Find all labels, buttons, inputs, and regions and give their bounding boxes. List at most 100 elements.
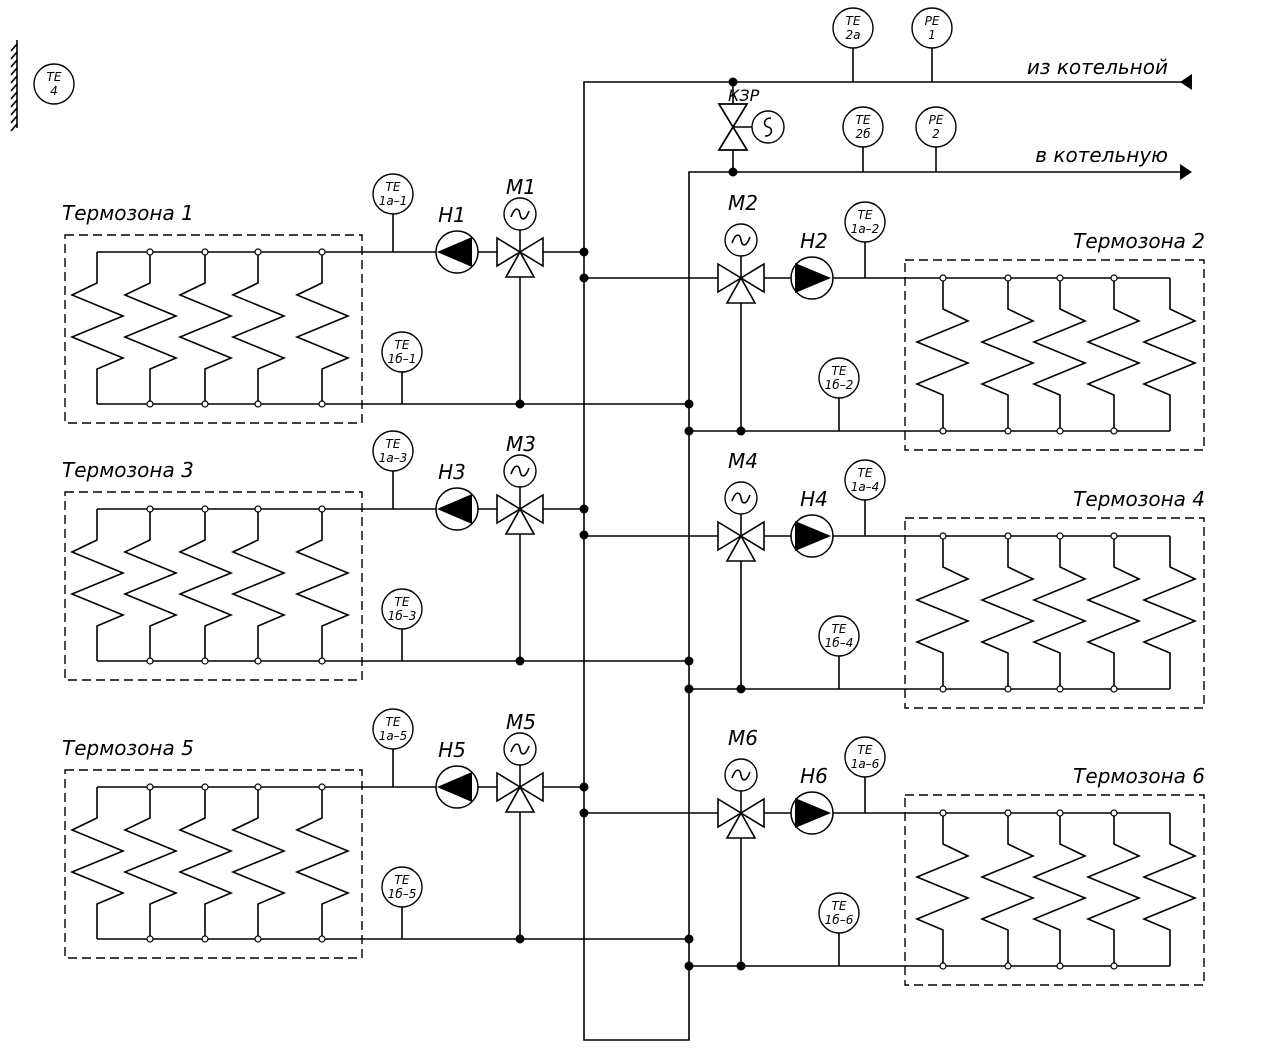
branch-node [146,783,154,791]
heating-coil [979,278,1036,431]
instrument-id: 1а–3 [379,451,408,465]
instrument-type: TE [47,70,62,84]
instrument-id: 1б–2 [825,378,854,392]
branch-node [318,505,326,513]
branch-node [146,400,154,408]
zone-label: Термозона 4 [1073,487,1205,511]
instrument-circle [372,708,414,750]
heating-coil [230,509,287,661]
branch-node [201,783,209,791]
heating-coil [230,787,287,939]
instrument-type: TE [858,466,873,480]
valve-port [496,771,522,803]
pump-label: Н5 [438,738,466,762]
pump-label: Н1 [438,203,466,227]
pump-label: Н6 [800,764,828,788]
instrument-circle [844,201,886,243]
instrument-circle [911,7,953,49]
valve-label: М1 [506,175,536,199]
instrument-id: 1а–1 [379,194,408,208]
heating-coil [979,813,1036,966]
branch-node [254,248,262,256]
heating-coil [1031,813,1088,966]
instrument-circle [372,173,414,215]
heating-coil [1141,536,1198,689]
instrument-type: TE [832,364,847,378]
pump-arrow [437,772,472,802]
heating-coil [230,252,287,404]
zone-boundary [904,517,1205,709]
valve-port [518,771,544,803]
branch-node [318,248,326,256]
wall-hatch [10,51,18,60]
sensor-te-4: TE4 [33,63,75,105]
instrument-id: 1а–2 [851,222,880,236]
branch-node [1004,532,1012,540]
heating-coil [1085,278,1142,431]
junction-dot [515,656,525,666]
zone-boundary [904,794,1205,986]
heating-coil [979,536,1036,689]
branch-node [146,935,154,943]
tilde-icon [731,769,751,781]
instrument-id: 1 [928,28,936,42]
three-way-valve [717,223,765,304]
junction-dot [579,530,589,540]
outdoor-sensor: TE4 [10,40,75,132]
pump-arrow [437,494,472,524]
junction-dot [684,426,694,436]
heating-coil [69,787,126,939]
pump-arrow [795,521,831,551]
heating-coil [69,509,126,661]
pump-label: Н4 [800,487,828,511]
branch-node [318,935,326,943]
wall-hatch [10,115,18,124]
valve-label: М2 [728,191,758,215]
zone-label: Термозона 2 [1073,229,1205,253]
heating-coil [1141,278,1198,431]
branch-node [254,505,262,513]
branch-node [939,809,947,817]
branch-node [1056,962,1064,970]
instrument-circle [381,588,423,630]
heating-coil [914,813,971,966]
wall-hatch [10,99,18,108]
instrument-id: 1б–4 [825,636,854,650]
tilde-icon [510,465,530,477]
branch-node [318,400,326,408]
zone-boundary [64,491,363,681]
heating-coil [1031,536,1088,689]
branch-node [939,685,947,693]
branch-node [201,248,209,256]
instrument-circle [818,615,860,657]
heating-coil [294,252,351,404]
branch-node [254,400,262,408]
sensor-pe-1: PE1 [911,7,953,49]
tilde-icon [731,234,751,246]
branch-node [254,657,262,665]
instrument-type: PE [925,14,940,28]
branch-node [1004,962,1012,970]
zone-boundary [64,769,363,959]
instrument-type: TE [386,180,401,194]
heating-coil [177,509,234,661]
branch-node [1110,427,1118,435]
wall-hatch [10,123,18,132]
valve-half [717,103,749,129]
heating-coil [1085,536,1142,689]
heating-coil [914,278,971,431]
instrument-type: TE [858,743,873,757]
branch-node [939,962,947,970]
junction-dot [736,684,746,694]
valve-label: М4 [728,449,758,473]
valve-port [739,262,765,294]
